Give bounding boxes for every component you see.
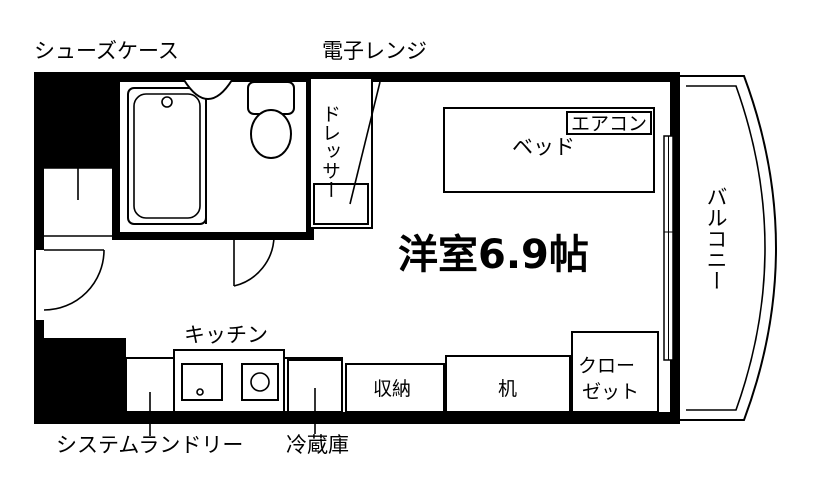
room-label: 洋室6.9帖: [398, 232, 589, 278]
bed: [443, 107, 655, 193]
storage-label: 収納: [373, 378, 411, 400]
bed-label: ベッド: [512, 135, 575, 159]
bath-door: [233, 234, 275, 287]
dresser-label: ドレッサー: [319, 104, 341, 199]
closet: [571, 331, 659, 413]
shoe-case-label: シューズケース: [34, 39, 179, 63]
unit-bath: [112, 74, 314, 240]
closet-label-line1: クロー: [578, 355, 635, 377]
desk: [445, 355, 571, 413]
entrance: [36, 167, 116, 320]
microwave-label: 電子レンジ: [322, 39, 427, 63]
dresser: [309, 77, 381, 229]
fridge-label: 冷蔵庫: [286, 433, 349, 457]
kitchen-label: キッチン: [184, 323, 268, 347]
window: [663, 135, 674, 361]
fridge: [287, 359, 343, 434]
laundry-label: システムランドリー: [56, 433, 243, 457]
closet-label-line2: ゼット: [582, 381, 639, 403]
balcony: [676, 75, 777, 421]
desk-label: 机: [498, 378, 517, 400]
balcony-label: バルコニー: [704, 186, 728, 291]
storage-unit: [345, 363, 445, 413]
aircon-label: エアコン: [571, 113, 647, 135]
